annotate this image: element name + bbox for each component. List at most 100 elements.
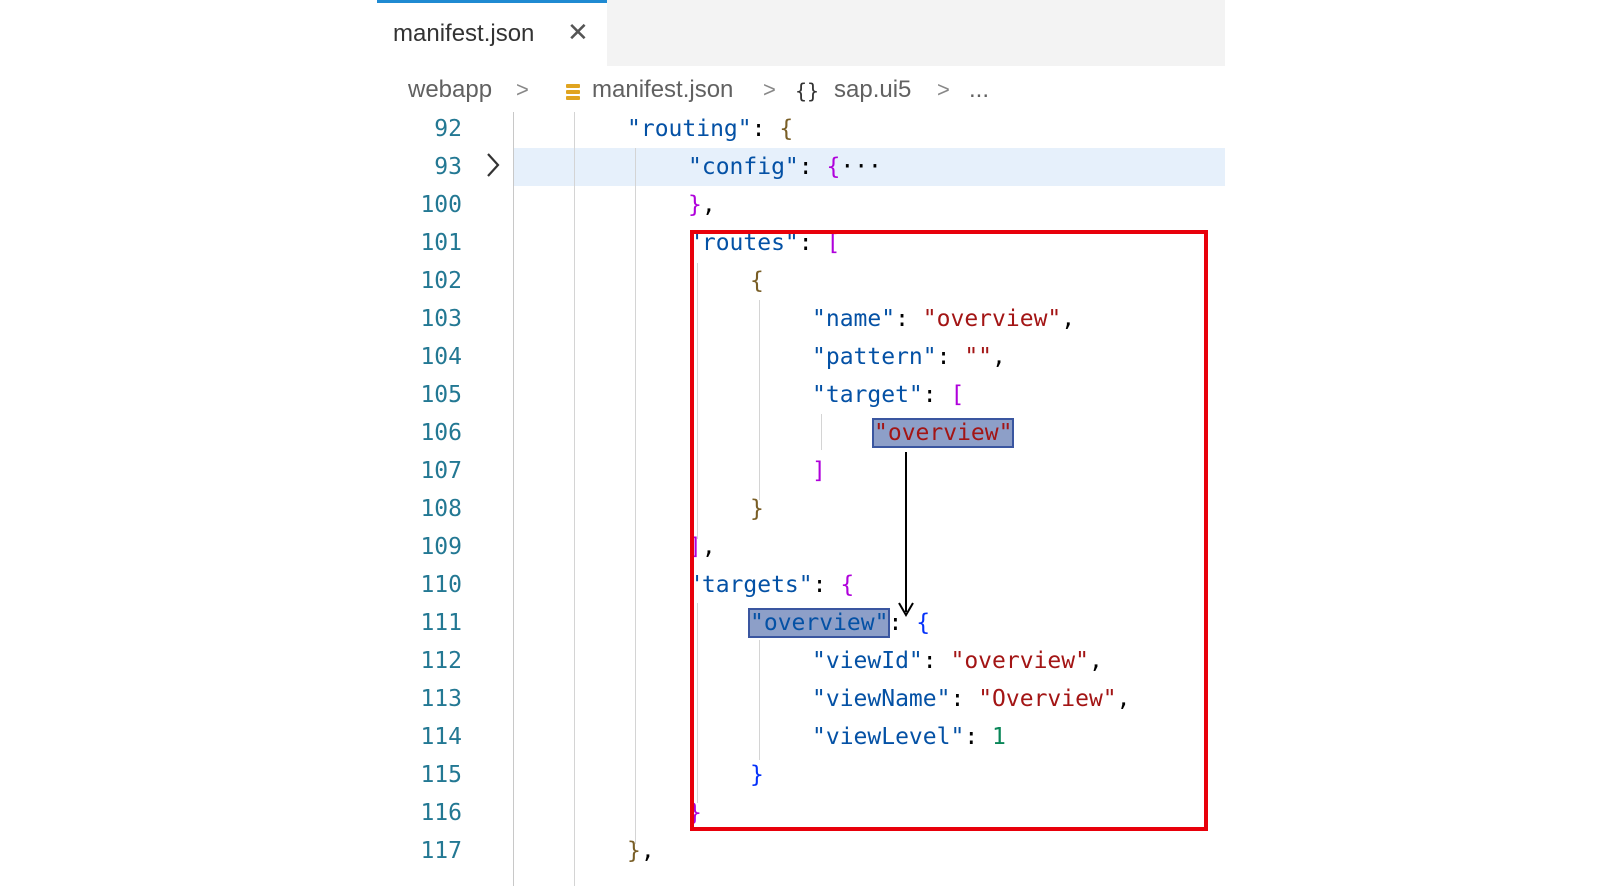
code-text: ] <box>812 458 826 484</box>
code-line: 105 "target": [ <box>377 376 1225 415</box>
code-text: } <box>750 762 764 788</box>
breadcrumb: webapp > manifest.json > {} sap.ui5 > ..… <box>377 68 1225 112</box>
line-number: 106 <box>420 420 462 446</box>
code-line: 115 } <box>377 756 1225 795</box>
code-text: { <box>750 268 764 294</box>
json-string: "" <box>964 344 993 370</box>
tab-manifest-json[interactable]: manifest.json ✕ <box>377 0 607 66</box>
fold-placeholder[interactable]: ··· <box>840 154 882 180</box>
gutter-divider <box>513 112 514 886</box>
json-string: "Overview" <box>978 686 1117 712</box>
line-number: 112 <box>420 648 462 674</box>
line-number: 102 <box>420 268 462 294</box>
code-text: "routes": [ <box>688 230 841 256</box>
chevron-right-icon: > <box>763 77 776 102</box>
indent-guide <box>821 414 822 450</box>
code-text: "viewLevel": 1 <box>812 724 1006 750</box>
indent-guide <box>697 263 698 539</box>
braces-icon: {} <box>795 79 820 103</box>
code-line: 117 }, <box>377 832 1225 871</box>
current-line-highlight <box>513 148 1225 186</box>
line-number: 116 <box>420 800 462 826</box>
code-line: 111 "overview": { <box>377 604 1225 643</box>
code-text: "pattern": "", <box>812 344 1006 370</box>
code-text: }, <box>688 192 716 218</box>
code-text: "config": {··· <box>688 154 882 180</box>
tab-bar: manifest.json ✕ <box>377 0 1225 66</box>
code-area[interactable]: 92 "routing": { 93 "config": {··· 100 },… <box>377 110 1225 886</box>
code-text: ], <box>688 534 716 560</box>
json-key: "pattern" <box>812 344 937 370</box>
tab-title: manifest.json <box>393 20 535 47</box>
selected-target-value[interactable]: "overview" <box>871 418 1015 448</box>
breadcrumb-item-more[interactable]: ... <box>969 76 990 103</box>
line-number: 111 <box>420 610 462 636</box>
code-text: "viewName": "Overview", <box>812 686 1131 712</box>
line-number: 93 <box>434 154 462 180</box>
code-text: "name": "overview", <box>812 306 1076 332</box>
code-text: } <box>750 496 764 522</box>
json-key: "routes" <box>688 230 799 256</box>
code-text: } <box>688 800 702 826</box>
line-number: 105 <box>420 382 462 408</box>
json-file-icon <box>566 84 580 100</box>
breadcrumb-item-webapp[interactable]: webapp <box>408 76 493 103</box>
code-text: "overview" <box>871 414 1015 453</box>
json-number: 1 <box>992 724 1006 750</box>
code-line: 106 "overview" <box>377 414 1225 453</box>
selected-target-key[interactable]: "overview" <box>747 608 891 638</box>
indent-guide <box>635 148 636 844</box>
json-key: "viewLevel" <box>812 724 965 750</box>
line-number: 109 <box>420 534 462 560</box>
json-key: "name" <box>812 306 896 332</box>
line-number: 92 <box>434 116 462 142</box>
json-string: "overview" <box>950 648 1089 674</box>
code-line: 103 "name": "overview", <box>377 300 1225 339</box>
code-line: 110 "targets": { <box>377 566 1225 605</box>
line-number: 107 <box>420 458 462 484</box>
chevron-right-icon: > <box>937 77 950 102</box>
code-line: 109 ], <box>377 528 1225 567</box>
json-key: "targets" <box>688 572 813 598</box>
breadcrumb-item-sap-ui5[interactable]: sap.ui5 <box>834 76 912 103</box>
code-line: 100 }, <box>377 186 1225 225</box>
line-number: 110 <box>420 572 462 598</box>
code-line: 93 "config": {··· <box>377 148 1225 187</box>
json-key: "viewName" <box>812 686 951 712</box>
line-number: 100 <box>420 192 462 218</box>
line-number: 101 <box>420 230 462 256</box>
breadcrumb-item-manifest[interactable]: manifest.json <box>592 76 734 103</box>
code-text: "overview": { <box>747 608 931 638</box>
indent-guide <box>759 300 760 500</box>
code-text: "routing": { <box>627 116 794 142</box>
code-line: 92 "routing": { <box>377 110 1225 149</box>
line-number: 108 <box>420 496 462 522</box>
code-line: 107 ] <box>377 452 1225 491</box>
code-line: 116 } <box>377 794 1225 833</box>
line-number: 117 <box>420 838 462 864</box>
json-key: "config" <box>688 154 799 180</box>
json-string: "overview" <box>922 306 1062 332</box>
line-number: 104 <box>420 344 462 370</box>
indent-guide <box>697 603 698 803</box>
code-line: 113 "viewName": "Overview", <box>377 680 1225 719</box>
line-number: 103 <box>420 306 462 332</box>
chevron-right-icon[interactable] <box>485 150 501 180</box>
json-key: "routing" <box>627 116 752 142</box>
code-text: "targets": { <box>688 572 855 598</box>
indent-guide <box>574 112 575 886</box>
indent-guide <box>759 640 760 760</box>
close-icon[interactable]: ✕ <box>567 17 589 47</box>
line-number: 114 <box>420 724 462 750</box>
code-text: }, <box>627 838 655 864</box>
json-key: "viewId" <box>812 648 923 674</box>
code-line: 101 "routes": [ <box>377 224 1225 263</box>
code-line: 108 } <box>377 490 1225 529</box>
code-line: 102 { <box>377 262 1225 301</box>
json-key: "target" <box>812 382 923 408</box>
line-number: 115 <box>420 762 462 788</box>
code-text: "target": [ <box>812 382 965 408</box>
code-line: 114 "viewLevel": 1 <box>377 718 1225 757</box>
code-line: 112 "viewId": "overview", <box>377 642 1225 681</box>
code-text: "viewId": "overview", <box>812 648 1103 674</box>
